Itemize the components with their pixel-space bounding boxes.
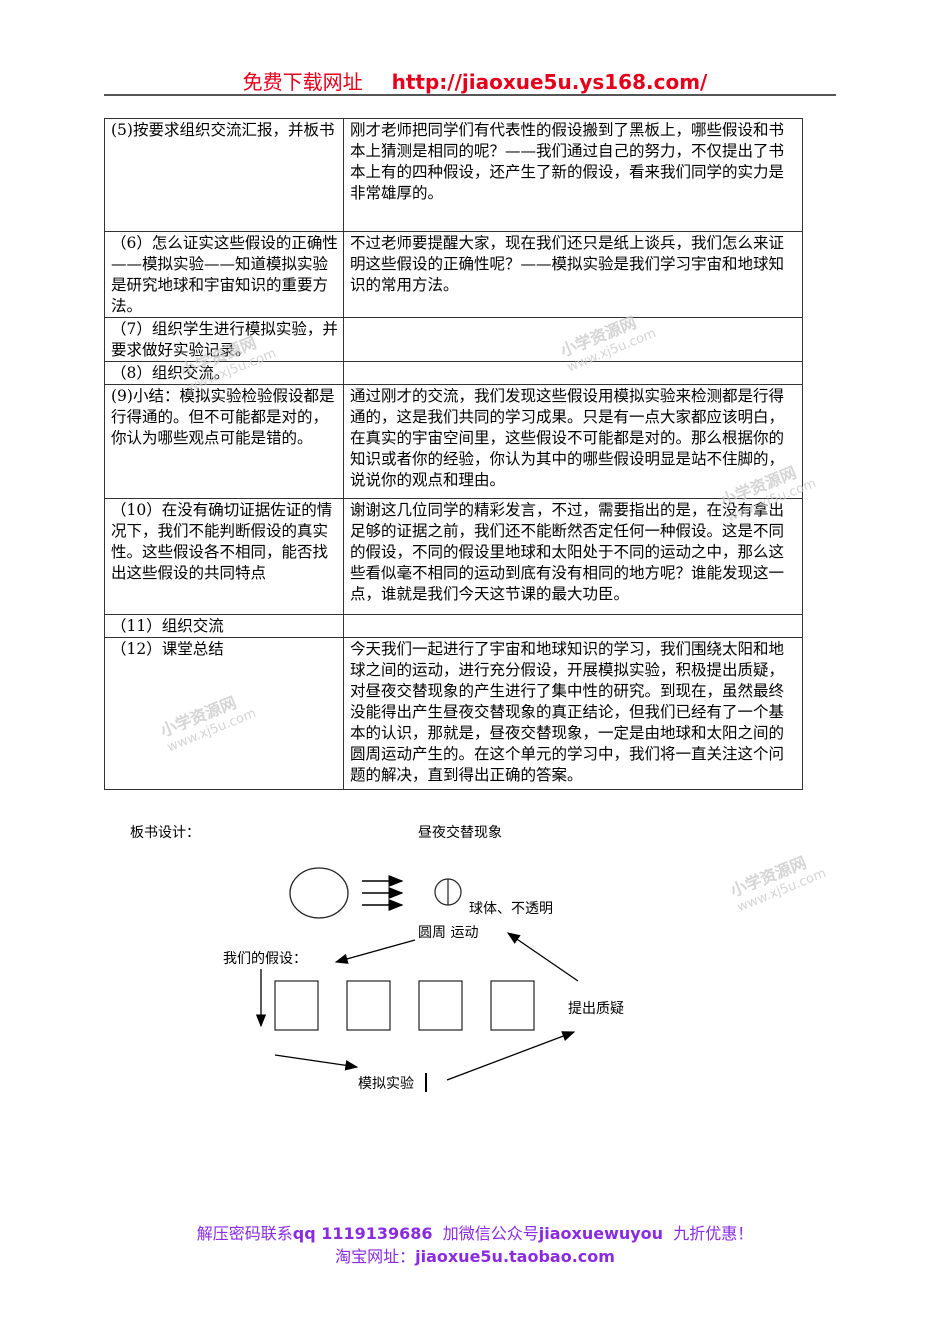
question-label: 提出质疑	[568, 1001, 624, 1017]
motion-note: 圆周 运动	[418, 925, 479, 941]
table-row: （8）组织交流。	[104, 361, 803, 385]
table-row: （12）课堂总结 今天我们一起进行了宇宙和地球知识的学习，我们围绕太阳和地球之间…	[104, 637, 803, 790]
step-cell: （7）组织学生进行模拟实验，并要求做好实验记录。	[104, 317, 344, 362]
step-cell: （8）组织交流。	[104, 361, 344, 385]
board-design-label: 板书设计：	[130, 825, 200, 841]
step-cell: （6）怎么证实这些假设的正确性——模拟实验——知道模拟实验是研究地球和宇宙知识的…	[104, 231, 344, 318]
footer-line-1: 解压密码联系qq 1119139686 加微信公众号jiaoxuewuyou 九…	[0, 1220, 950, 1244]
step-cell: （12）课堂总结	[104, 637, 344, 790]
content-cell	[343, 361, 803, 385]
content-cell: 不过老师要提醒大家，现在我们还只是纸上谈兵，我们怎么来证明这些假设的正确性呢？—…	[343, 231, 803, 318]
lesson-plan-table: (5)按要求组织交流汇报，并板书 刚才老师把同学们有代表性的假设搬到了黑板上，哪…	[104, 118, 803, 790]
table-row: (9)小结：模拟实验检验假设都是行得通的。但不可能都是对的，你认为哪些观点可能是…	[104, 384, 803, 499]
table-row: （6）怎么证实这些假设的正确性——模拟实验——知道模拟实验是研究地球和宇宙知识的…	[104, 231, 803, 318]
footer-wechat: jiaoxuewuyou	[538, 1224, 664, 1243]
board-title: 昼夜交替现象	[418, 825, 502, 841]
footer-shop-label: 淘宝网址：	[335, 1247, 416, 1266]
footer-line-2: 淘宝网址：jiaoxue5u.taobao.com	[0, 1243, 950, 1267]
sun-icon	[289, 867, 349, 919]
content-cell: 谢谢这几位同学的精彩发言，不过，需要指出的是，在没有拿出足够的证据之前，我们还不…	[343, 498, 803, 615]
earth-note: 球体、不透明	[469, 901, 553, 917]
header-label: 免费下载网址	[242, 70, 363, 94]
hypothesis-box	[346, 980, 391, 1031]
table-row: （10）在没有确切证据佐证的情况下，我们不能判断假设的真实性。这些假设各不相同，…	[104, 498, 803, 615]
hypotheses-label: 我们的假设：	[223, 951, 307, 967]
hypothesis-box	[274, 980, 319, 1031]
footer-password-label: 解压密码联系	[196, 1224, 293, 1243]
footer-qq: qq 1119139686	[292, 1224, 433, 1243]
footer-wechat-label: 加微信公众号	[442, 1224, 539, 1243]
table-row: （7）组织学生进行模拟实验，并要求做好实验记录。	[104, 317, 803, 362]
content-cell: 今天我们一起进行了宇宙和地球知识的学习，我们围绕太阳和地球之间的运动，进行充分假…	[343, 637, 803, 790]
step-cell: （10）在没有确切证据佐证的情况下，我们不能判断假设的真实性。这些假设各不相同，…	[104, 498, 344, 615]
footer-discount: 九折优惠！	[673, 1224, 754, 1243]
footer-shop-link[interactable]: jiaoxue5u.taobao.com	[415, 1247, 615, 1266]
step-cell: (5)按要求组织交流汇报，并板书	[104, 118, 344, 232]
table-row: (5)按要求组织交流汇报，并板书 刚才老师把同学们有代表性的假设搬到了黑板上，哪…	[104, 118, 803, 232]
content-cell: 刚才老师把同学们有代表性的假设搬到了黑板上，哪些假设和书本上猜测是相同的呢？——…	[343, 118, 803, 232]
hypothesis-box	[418, 980, 463, 1031]
hypothesis-box	[490, 980, 535, 1031]
table-row: （11）组织交流	[104, 614, 803, 638]
header-divider	[104, 94, 836, 96]
header-url-link[interactable]: http://jiaoxue5u.ys168.com/	[391, 70, 708, 94]
experiment-label: 模拟实验	[358, 1076, 414, 1092]
page-header: 免费下载网址 http://jiaoxue5u.ys168.com/	[0, 66, 950, 95]
step-cell: (9)小结：模拟实验检验假设都是行得通的。但不可能都是对的，你认为哪些观点可能是…	[104, 384, 344, 499]
content-cell: 通过刚才的交流，我们发现这些假设用模拟实验来检测都是行得通的，这是我们共同的学习…	[343, 384, 803, 499]
